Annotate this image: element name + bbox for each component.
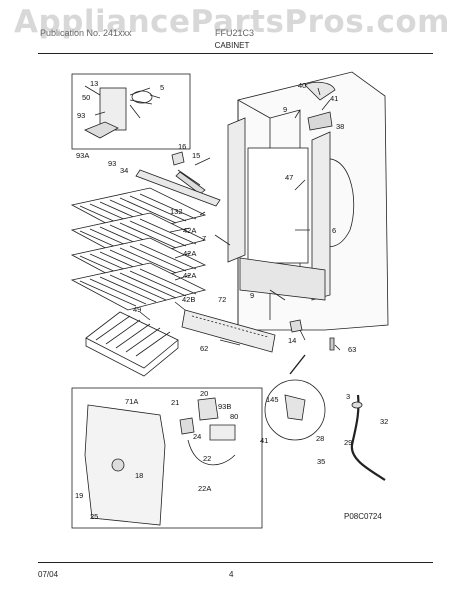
callout-9-bottom: 9 — [250, 291, 254, 300]
callout-22: 22 — [203, 454, 211, 463]
callout-42A-2: 42A — [183, 249, 196, 258]
figure-id: P08C0724 — [344, 512, 382, 521]
drain-tube — [350, 394, 386, 481]
callout-93B: 93B — [218, 402, 231, 411]
side-panel-left — [227, 117, 246, 263]
control-bracket — [209, 424, 236, 441]
callout-93A: 93A — [76, 151, 89, 160]
callout-6: 6 — [332, 226, 336, 235]
callout-38: 38 — [336, 122, 344, 131]
leveling-leg — [329, 337, 335, 351]
callout-47: 47 — [285, 173, 293, 182]
callout-28: 28 — [316, 434, 324, 443]
top-rule — [38, 53, 433, 54]
control-inset-box — [71, 387, 263, 529]
callout-9-top: 9 — [283, 105, 287, 114]
footer-date: 07/04 — [38, 570, 59, 579]
light-socket — [171, 151, 185, 166]
callout-21: 21 — [171, 398, 179, 407]
callout-32: 32 — [380, 417, 388, 426]
callout-93-lower: 93 — [108, 159, 116, 168]
callout-72: 72 — [218, 295, 226, 304]
bottom-rule — [38, 562, 433, 563]
callout-35: 35 — [317, 457, 325, 466]
callout-49: 49 — [133, 305, 141, 314]
bottom-trim — [239, 257, 326, 301]
section-title: CABINET — [214, 41, 250, 50]
callout-42A-1: 42A — [183, 226, 196, 235]
publication-number: Publication No. 241xxx — [40, 28, 132, 38]
callout-29: 29 — [344, 438, 352, 447]
callout-19: 19 — [75, 491, 83, 500]
light-bracket — [135, 169, 221, 207]
callout-41-top: 41 — [330, 94, 338, 103]
callout-20: 20 — [200, 389, 208, 398]
hinge-bracket — [307, 111, 333, 131]
callout-71A: 71A — [125, 397, 138, 406]
callout-15: 15 — [192, 151, 200, 160]
callout-41-bottom: 41 — [260, 436, 268, 445]
model-number: FFU21C3 — [215, 28, 255, 38]
callout-14: 14 — [288, 336, 296, 345]
cord-clamp — [289, 319, 303, 333]
thermostat-knob — [179, 417, 195, 435]
callout-50: 50 — [82, 93, 90, 102]
callout-42B: 42B — [182, 295, 195, 304]
thermostat-control — [197, 397, 219, 421]
side-panel-right — [311, 131, 331, 301]
wire-harness — [187, 439, 236, 466]
kickplate-grille — [181, 309, 276, 353]
callout-3: 3 — [346, 392, 350, 401]
cabinet-body — [227, 71, 389, 331]
wire-shelves — [70, 187, 207, 311]
footer-page-number: 4 — [229, 570, 234, 579]
callout-16: 16 — [178, 142, 186, 151]
callout-63: 63 — [348, 345, 356, 354]
callout-93: 93 — [77, 111, 85, 120]
callout-24: 24 — [193, 432, 201, 441]
fan-inset-box — [71, 73, 191, 150]
fan-motor-assembly — [84, 87, 153, 139]
wire-basket — [85, 311, 179, 377]
callout-25: 25 — [90, 512, 98, 521]
callout-34: 34 — [120, 166, 128, 175]
callout-5: 5 — [160, 83, 164, 92]
callout-13: 13 — [90, 79, 98, 88]
callout-40: 40 — [298, 81, 306, 90]
evaporator-cover — [84, 404, 166, 526]
callout-18: 18 — [135, 471, 143, 480]
callout-132: 132 — [170, 207, 183, 216]
callout-80: 80 — [230, 412, 238, 421]
callout-7: 7 — [202, 234, 206, 243]
callout-42A-3: 42A — [183, 271, 196, 280]
watermark: AppliancePartsPros.com — [14, 4, 450, 40]
callout-145: 145 — [266, 395, 279, 404]
callout-labels: 13 5 50 93 93A 16 15 93 34 40 41 9 38 47… — [75, 79, 388, 521]
hinge-cover — [304, 81, 336, 101]
callout-62: 62 — [200, 344, 208, 353]
callout-22A: 22A — [198, 484, 211, 493]
